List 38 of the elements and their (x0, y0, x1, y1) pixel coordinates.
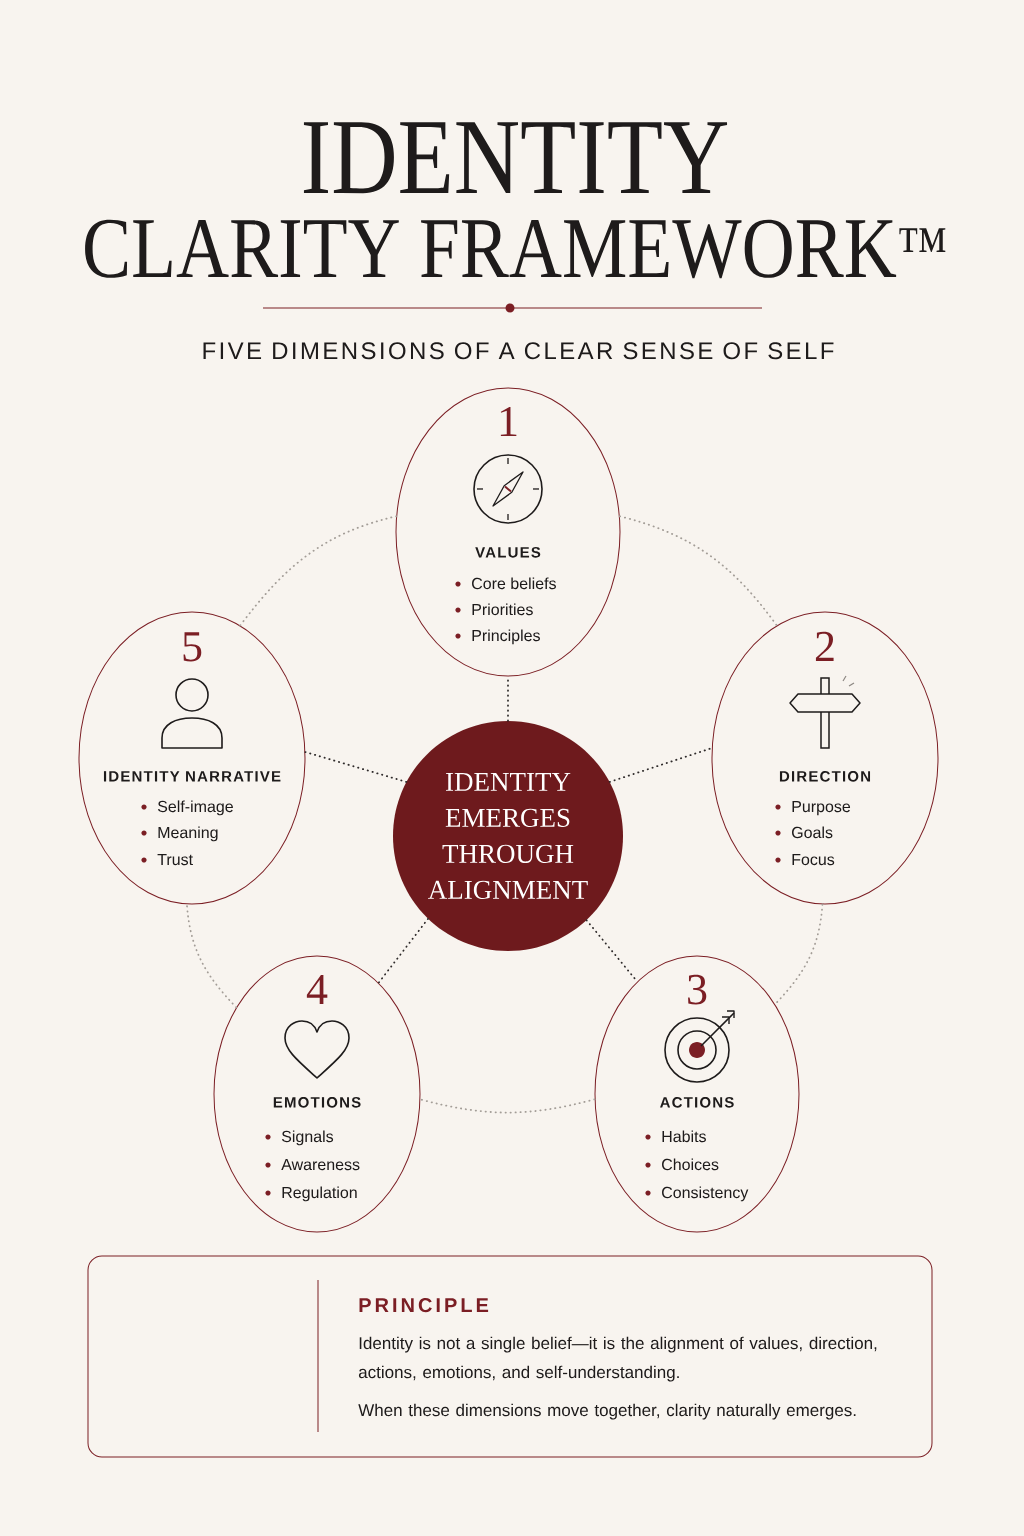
list-item: Core beliefs (472, 577, 556, 590)
dotted-arc (618, 515, 778, 627)
list-item: Regulation (282, 1186, 357, 1202)
dotted-arc (239, 515, 398, 627)
dotted-line (377, 917, 429, 984)
dotted-arc (419, 1098, 596, 1114)
step-number: 1 (500, 406, 517, 436)
list-item: Goals (792, 826, 833, 839)
step-number: 5 (183, 632, 202, 662)
step-number: 3 (688, 974, 707, 1005)
list-item: Habits (662, 1130, 706, 1143)
list-item: Priorities (472, 603, 533, 616)
list-item: Self-image (157, 800, 233, 816)
paragraph: Identity is not a single belief—it is the alignment of values, direction, actions, emotions, and self-understanding. (358, 1336, 877, 1382)
list-item: Signals (281, 1130, 334, 1146)
dotted-line (608, 747, 713, 783)
heading: ACTIONS (660, 1097, 734, 1108)
panel-heading: PRINCIPLE (359, 1298, 489, 1313)
list-item: Awareness (281, 1159, 360, 1171)
dotted-arc (774, 903, 824, 1006)
list-item: Consistency (662, 1186, 749, 1202)
dotted-line (304, 751, 408, 783)
title: IDENTITY CLARITY FRAMEWORK$^{™}$ (85, 122, 946, 279)
step-number: 4 (306, 975, 328, 1004)
list-item: Focus (792, 854, 835, 866)
dotted-arc (186, 903, 238, 1009)
paragraph: When these dimensions move together, clarity naturally emerges. (358, 1403, 856, 1420)
step-number: 2 (815, 631, 834, 661)
list-item: Meaning (158, 826, 218, 842)
heading: IDENTITY NARRATIVE (103, 771, 281, 782)
list-item: Trust (157, 854, 193, 866)
subtitle: FIVE DIMENSIONS OF A CLEAR SENSE OF SELF (203, 342, 834, 360)
heading: DIRECTION (779, 771, 870, 782)
heading: VALUES (475, 547, 541, 558)
heading: EMOTIONS (273, 1097, 361, 1108)
list-item: Purpose (792, 801, 851, 816)
list-item: Principles (472, 629, 540, 645)
list-item: Choices (662, 1158, 719, 1171)
